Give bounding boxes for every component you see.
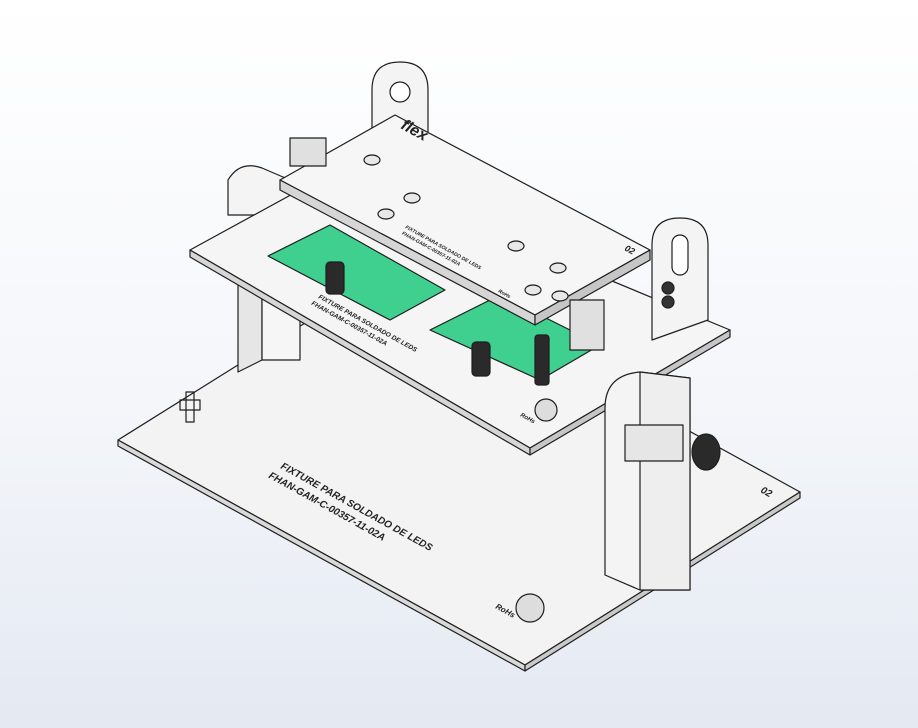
rohs-logo — [515, 593, 545, 623]
right-upright — [651, 217, 709, 341]
base-revision: 02 — [759, 485, 774, 500]
rohs-logo — [534, 398, 558, 422]
top-rohs: RoHs — [497, 289, 512, 301]
pcb-left — [267, 224, 446, 321]
clamp — [569, 299, 605, 351]
clamp — [289, 137, 327, 167]
company-logo — [179, 391, 201, 423]
top-revision: 02 — [623, 243, 637, 257]
clamp-block — [624, 424, 684, 462]
top-plate — [279, 114, 651, 351]
standoff — [471, 341, 491, 377]
standoff — [534, 334, 550, 386]
thumb-screw-knob[interactable] — [691, 433, 721, 471]
standoff — [325, 261, 345, 295]
screws — [363, 154, 569, 302]
front-right-post — [604, 371, 721, 591]
